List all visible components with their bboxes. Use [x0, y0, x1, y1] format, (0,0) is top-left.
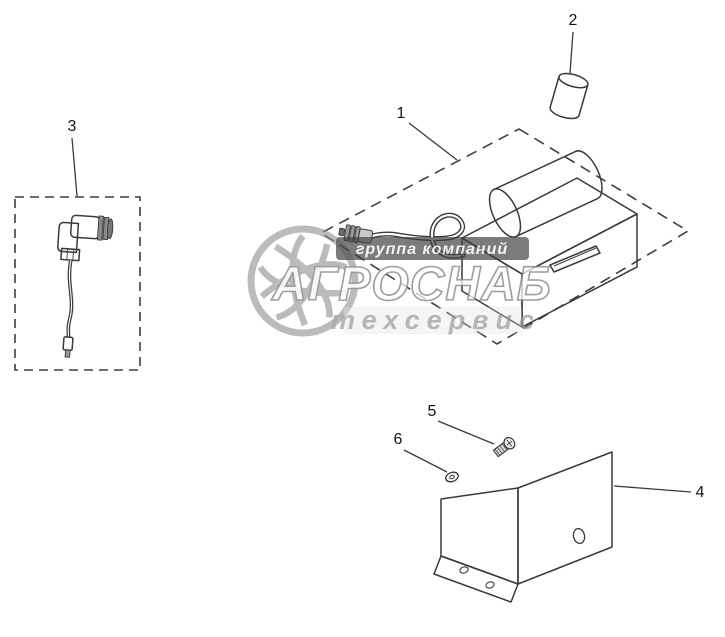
pin-side [549, 75, 589, 120]
unit-left-face [461, 237, 523, 328]
part-5-screw [492, 436, 516, 458]
callout-6-leader [403, 449, 448, 473]
watermark-light-band [344, 307, 522, 334]
watermark-dark-band [336, 237, 529, 260]
part-2-roller-pin [549, 72, 589, 120]
sensor-lead-tip [64, 349, 71, 358]
sensor-elbow [57, 221, 80, 254]
sensor-connector-end [107, 218, 114, 240]
pin-top-face [558, 72, 589, 89]
wheel-rim [247, 225, 359, 337]
wheel-spoke [257, 265, 346, 297]
callouts: 1 2 3 4 5 6 [68, 12, 705, 501]
callout-4-label: 4 [696, 484, 705, 501]
callout-4-leader [613, 485, 692, 493]
unit-drum-cylinder [488, 150, 603, 238]
plug-tip [338, 227, 346, 237]
callout-6-label: 6 [394, 431, 403, 448]
watermark-service-line: техсервис [331, 305, 541, 335]
part-4-mounting-bracket [433, 451, 613, 603]
callout-3-leader [71, 137, 78, 197]
callout-2-leader [569, 31, 574, 74]
bracket-foot-hole [485, 581, 495, 589]
cable-connector-plug [338, 224, 374, 244]
watermark-wheel-logo [247, 225, 359, 337]
sensor-nut-facets [66, 248, 75, 261]
sensor-lead-wire-core [67, 259, 73, 338]
sensor-connector-rib [96, 215, 104, 241]
watermark: группа компаний АГРОСНАБ техсервис [247, 225, 552, 337]
part-3-dashed-boundary [14, 196, 141, 371]
drum-side [493, 150, 603, 238]
part-6-washer [445, 471, 459, 483]
bracket-foot-flange [433, 555, 519, 603]
screw-threads [494, 443, 508, 456]
bracket-main-hole [572, 527, 586, 545]
washer-hole [449, 474, 455, 480]
screw-head-recess [506, 439, 513, 447]
unit-display-slot-inner [553, 247, 597, 267]
part-1-monitor-assembly [338, 150, 638, 328]
part-1-dashed-boundary [319, 128, 690, 345]
callout-1-label: 1 [397, 105, 406, 122]
part-3-sensor-assembly [57, 214, 114, 358]
callout-1-leader [408, 122, 458, 161]
bracket-foot-hole [459, 566, 469, 574]
watermark-brand: АГРОСНАБ [271, 258, 551, 311]
callout-5-label: 5 [428, 403, 437, 420]
callout-5-leader [437, 420, 495, 445]
callout-2-label: 2 [569, 12, 578, 29]
bracket-main-face [517, 451, 613, 585]
callout-3-label: 3 [68, 118, 77, 135]
watermark-group-line: группа компаний [356, 241, 508, 258]
drum-end-cap [488, 188, 522, 238]
unit-display-slot [549, 245, 601, 273]
